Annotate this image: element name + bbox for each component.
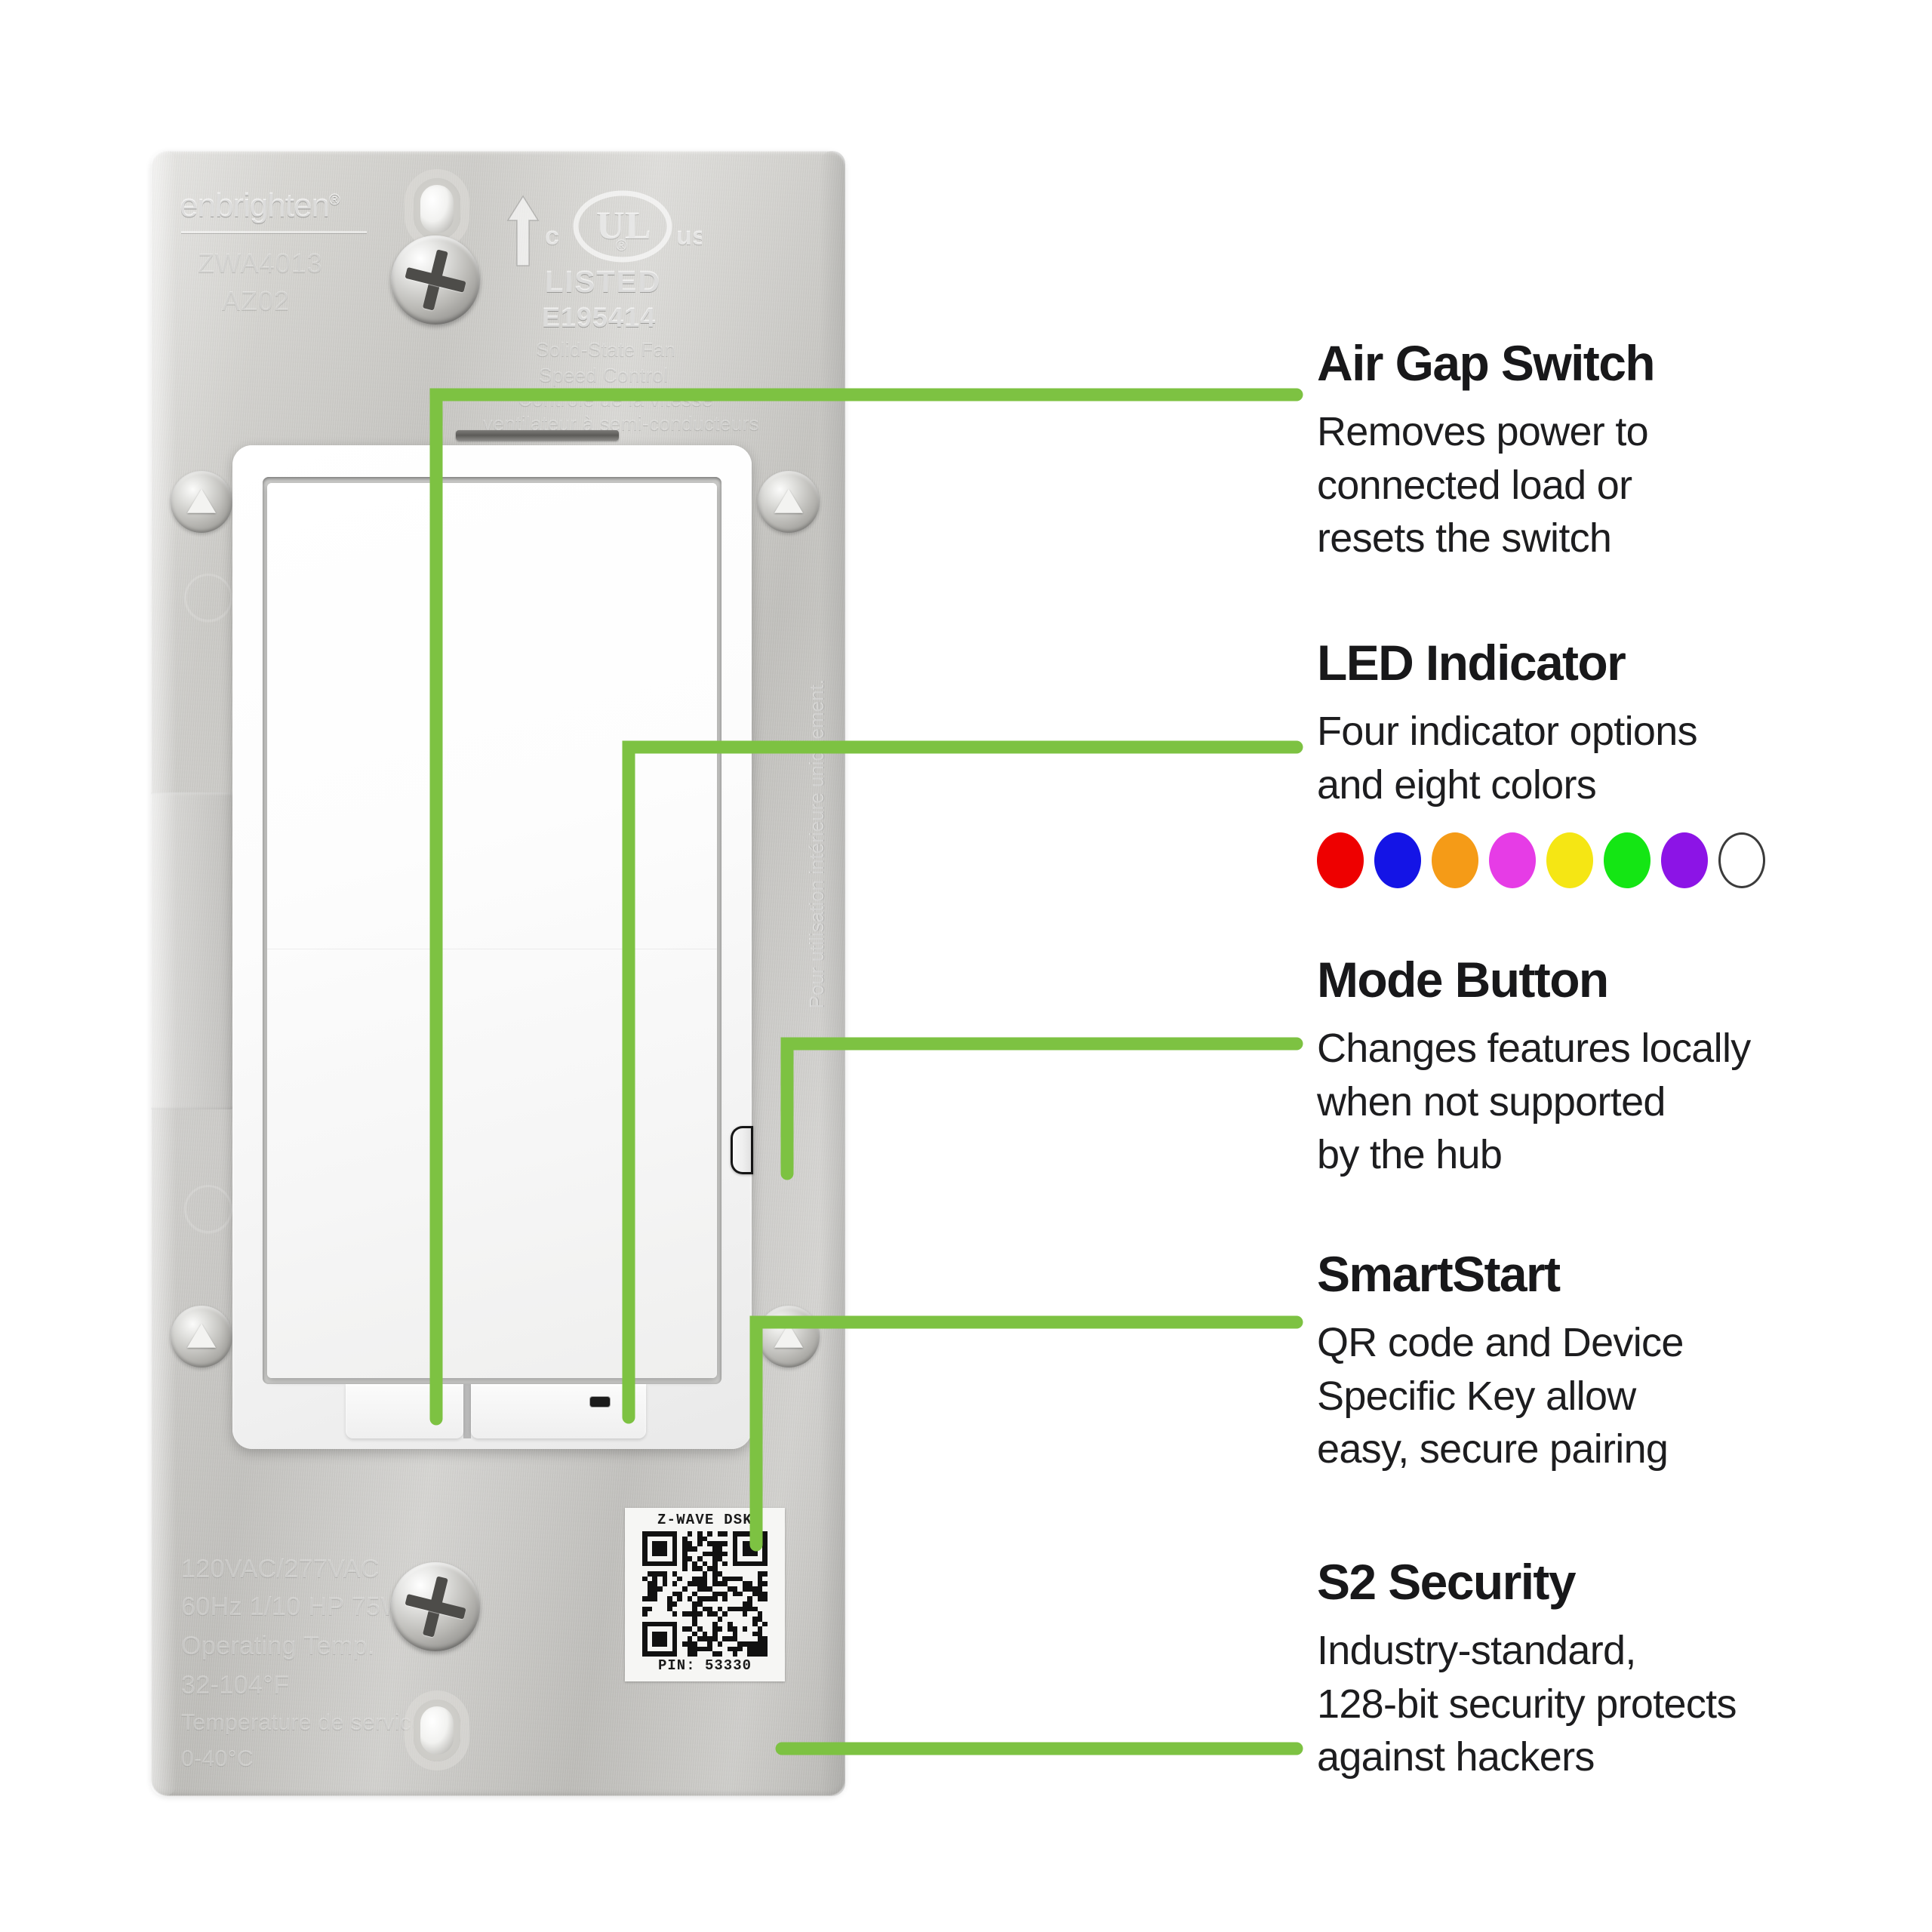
callout-body-led-indicator: Four indicator options and eight colors bbox=[1317, 709, 1698, 808]
smart-switch-device: enbrighten® ZWA4013 AZ02 c UL ® us LISTE… bbox=[151, 151, 845, 1796]
callout-body-mode-button: Changes features locally when not suppor… bbox=[1317, 1026, 1751, 1177]
callout-title-air-gap-switch: Air Gap Switch bbox=[1317, 335, 1656, 391]
led-color-swatch-purple bbox=[1661, 832, 1708, 888]
callout-air-gap-switch: Air Gap Switch Removes power to connecte… bbox=[1317, 335, 1890, 565]
embossed-marking-upper bbox=[184, 574, 232, 622]
led-color-swatch-red bbox=[1317, 832, 1364, 888]
terminal-screw-top-left bbox=[171, 471, 232, 533]
svg-text:us: us bbox=[676, 222, 702, 251]
svg-text:®: ® bbox=[616, 238, 627, 254]
callout-mode-button: Mode Button Changes features locally whe… bbox=[1317, 952, 1890, 1181]
paddle-bottom-tab-right[interactable] bbox=[471, 1384, 646, 1438]
led-color-swatch-green bbox=[1604, 832, 1651, 888]
mounting-hole-top bbox=[414, 178, 460, 240]
ul-file-number: E195414 bbox=[542, 302, 657, 333]
switch-faceplate-frame bbox=[232, 445, 753, 1449]
spec-operating-temp-c: 0-40°C bbox=[181, 1746, 254, 1771]
device-pin-code: PIN: 53330 bbox=[657, 1657, 752, 1674]
z-wave-dsk-label: Z-WAVE DSK PIN: 53330 bbox=[625, 1508, 785, 1681]
ul-listed-label: LISTED bbox=[545, 266, 662, 299]
mounting-screw-bottom bbox=[391, 1562, 480, 1651]
callout-s2-security: S2 Security Industry-standard, 128-bit s… bbox=[1317, 1554, 1890, 1783]
leader-line-mode bbox=[780, 1037, 1303, 1180]
brand-underline-rule bbox=[181, 231, 367, 233]
air-gap-switch-tab[interactable] bbox=[456, 430, 619, 441]
led-color-swatch-blue bbox=[1374, 832, 1421, 888]
mounting-screw-top bbox=[391, 235, 480, 325]
terminal-screw-bottom-left bbox=[171, 1306, 232, 1367]
led-color-swatch-orange bbox=[1432, 832, 1478, 888]
svg-text:c: c bbox=[545, 222, 559, 251]
device-description-en-line1: Solid-State Fan bbox=[536, 338, 676, 361]
led-color-swatch-white bbox=[1718, 832, 1765, 888]
brand-logo: enbrighten® bbox=[180, 187, 340, 225]
side-warning-text-fr: Pour utilisation intérieure uniquement. bbox=[805, 679, 828, 1009]
led-color-swatch-magenta bbox=[1489, 832, 1536, 888]
qr-code-icon bbox=[642, 1531, 768, 1657]
led-color-swatch-row bbox=[1317, 832, 1890, 888]
z-wave-dsk-title: Z-WAVE DSK bbox=[657, 1512, 753, 1528]
callout-smartstart: SmartStart QR code and Device Specific K… bbox=[1317, 1246, 1890, 1475]
paddle-bottom-tab-gap bbox=[463, 1384, 471, 1438]
spec-voltage: 120VAC/277VAC bbox=[181, 1555, 380, 1583]
spec-operating-temp-f: 32-104°F bbox=[181, 1671, 290, 1700]
embossed-marking-lower bbox=[184, 1185, 232, 1233]
model-number: ZWA4013 bbox=[198, 248, 323, 278]
revision-code: AZ02 bbox=[222, 285, 291, 316]
callout-title-mode-button: Mode Button bbox=[1317, 952, 1609, 1008]
callout-title-led-indicator: LED Indicator bbox=[1317, 635, 1626, 691]
callout-body-smartstart: QR code and Device Specific Key allow ea… bbox=[1317, 1320, 1684, 1472]
led-color-swatch-yellow bbox=[1546, 832, 1593, 888]
terminal-screw-bottom-right bbox=[758, 1306, 820, 1367]
callout-title-s2-security: S2 Security bbox=[1317, 1554, 1577, 1610]
rocker-paddle[interactable] bbox=[267, 483, 717, 1378]
callout-led-indicator: LED Indicator Four indicator options and… bbox=[1317, 635, 1890, 888]
mounting-hole-bottom bbox=[414, 1700, 460, 1761]
terminal-screw-top-right bbox=[758, 471, 820, 533]
led-indicator-light bbox=[590, 1397, 610, 1407]
brand-name: enbrighten bbox=[180, 187, 330, 224]
registered-trademark-icon: ® bbox=[328, 192, 340, 209]
paddle-bottom-tab-left[interactable] bbox=[346, 1384, 463, 1438]
device-description-fr-line1: Contrôle de la vitesse bbox=[518, 388, 713, 411]
callout-body-s2-security: Industry-standard, 128-bit security prot… bbox=[1317, 1628, 1737, 1780]
device-description-en-line2: Speed Control bbox=[539, 364, 669, 386]
mode-button[interactable] bbox=[731, 1126, 753, 1174]
callout-title-smartstart: SmartStart bbox=[1317, 1246, 1561, 1302]
yoke-left-recess bbox=[151, 792, 240, 1109]
spec-operating-temp-label: Operating Temp. bbox=[181, 1632, 375, 1660]
callout-body-air-gap-switch: Removes power to connected load or reset… bbox=[1317, 409, 1649, 561]
ul-certification-icon: c UL ® us bbox=[543, 190, 706, 269]
svg-text:UL: UL bbox=[596, 205, 651, 248]
orientation-arrow-icon bbox=[506, 195, 540, 271]
spec-operating-temp-label-fr: Temperature de service bbox=[181, 1710, 425, 1735]
